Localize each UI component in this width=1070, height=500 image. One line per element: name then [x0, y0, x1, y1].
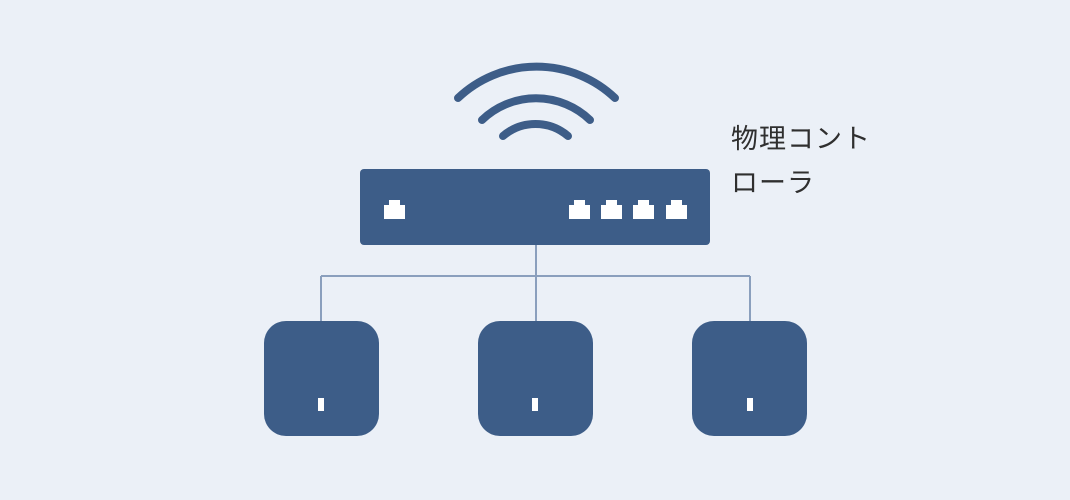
switch-body [360, 169, 710, 245]
connection-lines [320, 245, 751, 323]
access-point-icon-center [478, 321, 593, 436]
controller-label: 物理コント ローラ [731, 118, 901, 206]
wifi-arc-middle [478, 94, 594, 124]
device-port [318, 398, 324, 411]
access-point-icon-right [692, 321, 807, 436]
wifi-arc-outer [454, 62, 619, 102]
controller-label-line2: ローラ [731, 168, 815, 199]
device-port [532, 398, 538, 411]
port-icon [384, 200, 405, 219]
access-point-icon-left [264, 321, 379, 436]
device-body [692, 321, 807, 436]
switch-ports [384, 200, 687, 219]
port-icon [666, 200, 687, 219]
controller-label-line1: 物理コント [731, 124, 871, 155]
port-icon [601, 200, 622, 219]
network-switch-icon [360, 169, 710, 245]
port-icon [569, 200, 590, 219]
wifi-arc-inner [499, 120, 572, 140]
port-icon [633, 200, 654, 219]
wifi-signal-icon [454, 62, 619, 140]
device-body [264, 321, 379, 436]
device-body [478, 321, 593, 436]
device-port [747, 398, 753, 411]
